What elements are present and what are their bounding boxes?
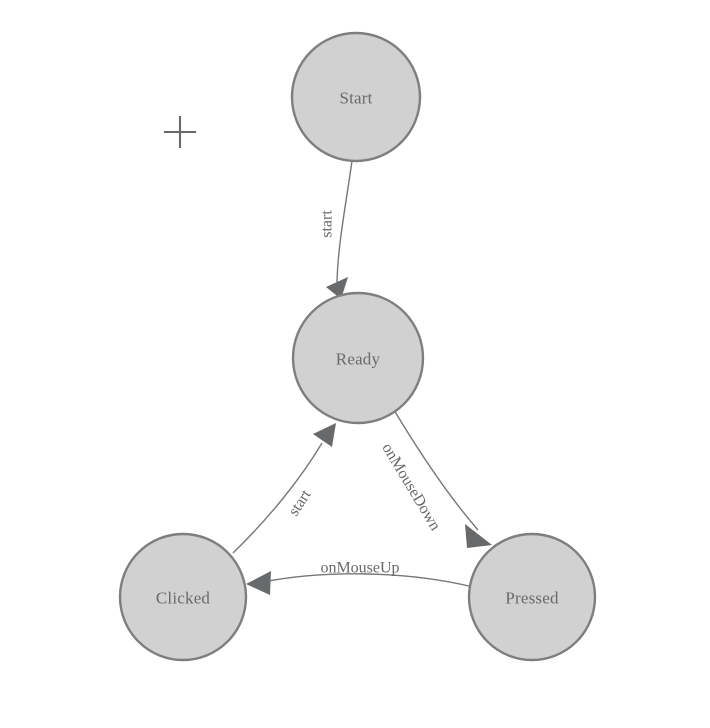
edge-ready-to-pressed-path xyxy=(393,409,479,531)
edge-clicked-to-ready[interactable]: start xyxy=(232,423,336,554)
node-pressed-label: Pressed xyxy=(505,589,559,608)
node-start[interactable]: Start xyxy=(290,31,422,163)
plus-marker[interactable] xyxy=(164,116,196,148)
node-start-shape[interactable] xyxy=(290,31,422,163)
node-ready-label: Ready xyxy=(336,350,381,369)
edge-clicked-to-ready-path xyxy=(232,442,323,554)
arrowhead-into-clicked xyxy=(246,571,271,595)
edge-start-to-ready[interactable]: start xyxy=(319,160,353,299)
node-start-label: Start xyxy=(339,89,372,108)
edge-pressed-to-clicked[interactable]: onMouseUp xyxy=(246,560,470,596)
edge-label-ready-to-pressed: onMouseDown xyxy=(378,440,443,533)
edge-start-to-ready-path xyxy=(336,160,353,283)
arrowhead-into-ready-from-start xyxy=(326,277,348,299)
edge-label-pressed-to-clicked: onMouseUp xyxy=(320,560,399,577)
edge-pressed-to-clicked-path xyxy=(262,573,470,587)
node-clicked-shape[interactable] xyxy=(118,532,248,662)
node-ready-shape[interactable] xyxy=(291,291,425,425)
node-ready[interactable]: Ready xyxy=(291,291,425,425)
edge-label-clicked-to-ready: start xyxy=(285,486,315,519)
edge-label-start-to-ready: start xyxy=(319,210,336,238)
arrowhead-into-ready-from-clicked xyxy=(313,423,336,447)
arrowhead-into-pressed xyxy=(465,524,492,548)
node-pressed-shape[interactable] xyxy=(467,532,597,662)
edge-ready-to-pressed[interactable]: onMouseDown xyxy=(378,409,492,548)
node-clicked[interactable]: Clicked xyxy=(118,532,248,662)
node-pressed[interactable]: Pressed xyxy=(467,532,597,662)
node-clicked-label: Clicked xyxy=(156,589,211,608)
